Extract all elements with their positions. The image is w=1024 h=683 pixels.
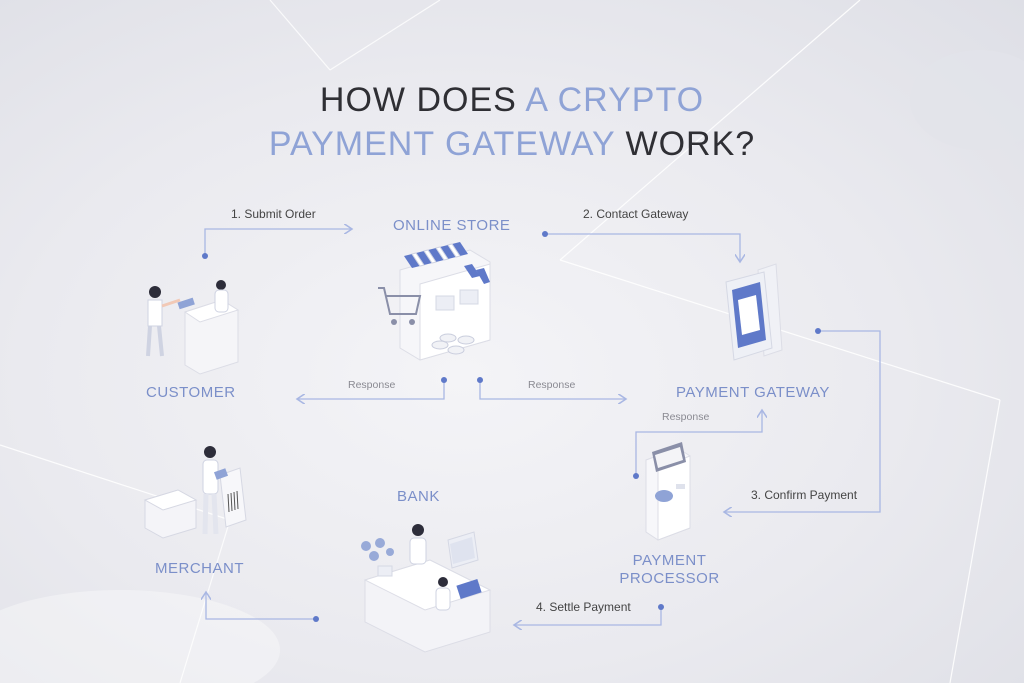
page-title: HOW DOES A CRYPTO PAYMENT GATEWAY WORK? — [0, 78, 1024, 166]
payment-processor-illustration — [645, 442, 691, 541]
step-contact-gateway: 2. Contact Gateway — [583, 207, 689, 221]
merchant-illustration — [143, 446, 247, 539]
node-payment-processor-line1: PAYMENT — [632, 552, 707, 569]
bank-illustration — [361, 524, 492, 653]
title-line2-dark: WORK? — [615, 125, 756, 163]
arrow-settle-payment — [514, 607, 662, 625]
node-customer: CUSTOMER — [146, 384, 236, 401]
step-settle-payment: 4. Settle Payment — [536, 600, 631, 614]
arrow-submit-order — [204, 229, 352, 256]
node-payment-processor-line2: PROCESSOR — [619, 570, 720, 587]
response-store-to-customer: Response — [348, 379, 396, 391]
step-confirm-payment: 3. Confirm Payment — [751, 488, 858, 502]
title-line1-dark: HOW DOES — [319, 81, 526, 119]
step-submit-order: 1. Submit Order — [231, 207, 316, 221]
title-line1-accent: A CRYPTO — [525, 81, 705, 119]
arrow-response-to-customer — [297, 380, 445, 399]
customer-illustration — [146, 280, 240, 375]
payment-gateway-illustration — [725, 263, 783, 361]
arrow-confirm-payment — [724, 330, 881, 512]
arrow-contact-gateway — [545, 233, 740, 262]
arrow-bank-to-merchant — [206, 592, 316, 620]
response-gateway-to-store: Response — [528, 379, 576, 391]
node-payment-gateway: PAYMENT GATEWAY — [676, 384, 830, 401]
online-store-illustration — [378, 242, 491, 361]
node-online-store: ONLINE STORE — [393, 217, 511, 234]
node-bank: BANK — [397, 488, 440, 505]
node-payment-processor: PAYMENT PROCESSOR — [612, 552, 727, 587]
title-line2-accent: PAYMENT GATEWAY — [268, 125, 616, 163]
node-merchant: MERCHANT — [155, 560, 244, 577]
arrow-response-to-gateway — [479, 380, 626, 399]
response-processor-to-gateway: Response — [662, 411, 710, 423]
arrow-response-processor — [635, 410, 762, 476]
